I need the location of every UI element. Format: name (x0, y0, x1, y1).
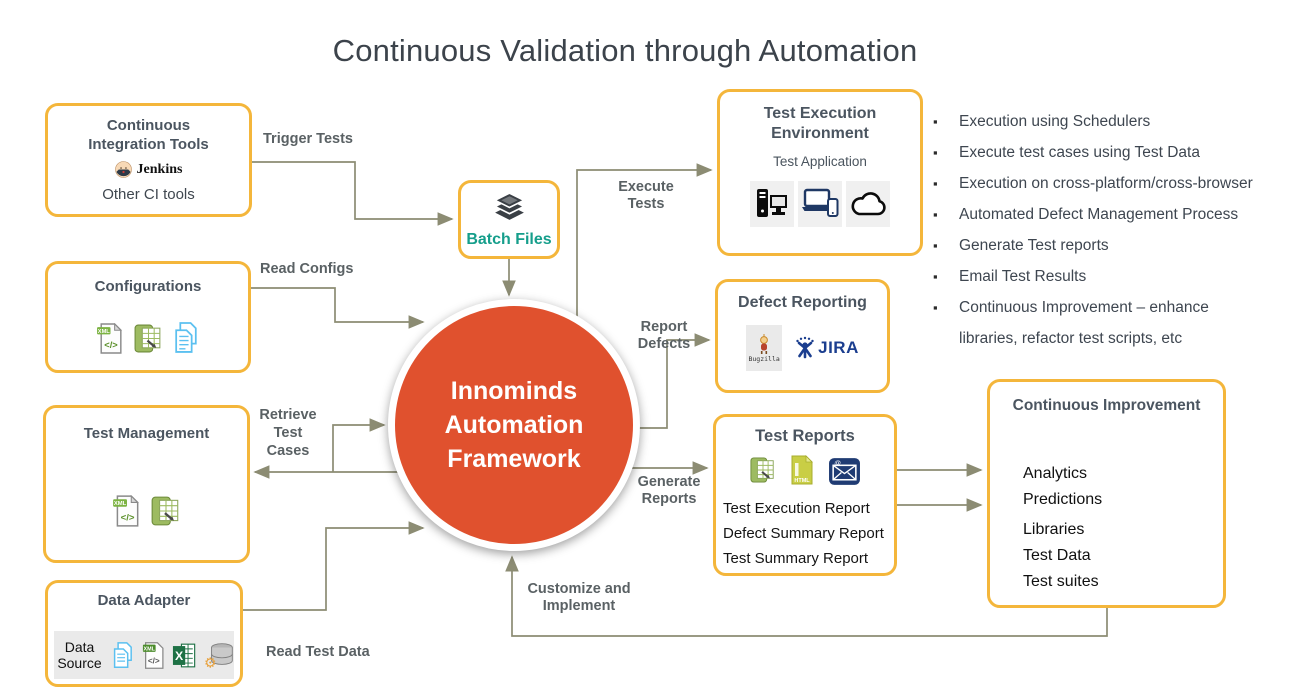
box-defect-reporting: Defect Reporting Bugzilla (715, 279, 890, 393)
arrow-report-defects (636, 333, 711, 429)
configurations-icons: XML </> (48, 322, 248, 354)
feature-item: Continuous Improvement – enhance librari… (932, 292, 1290, 354)
flow-label-read-configs: Read Configs (260, 261, 354, 277)
documents-icon (113, 641, 132, 668)
jira-icon: JIRA (794, 336, 859, 360)
desktop-pc-icon (750, 181, 794, 227)
jenkins-icon (114, 161, 132, 178)
box-test-reports: Test Reports HTML @ (713, 414, 897, 576)
svg-text:</>: </> (148, 656, 160, 665)
improvement-item: Predictions (1023, 491, 1103, 508)
arrow-customize-implement (505, 555, 1108, 637)
svg-text:</>: </> (104, 340, 118, 350)
layers-stack-icon (492, 192, 526, 220)
defect-reporting-box-title: Defect Reporting (738, 294, 867, 311)
configurations-box-title: Configurations (94, 278, 202, 295)
spreadsheet-wizard-icon (134, 324, 160, 353)
other-ci-tools-label: Other CI tools (102, 186, 195, 203)
flow-label-read-test-data: Read Test Data (266, 644, 370, 660)
improvement-item: Libraries (1023, 521, 1085, 538)
defect-reporting-icons: Bugzilla JIRA (718, 325, 887, 371)
feature-item: Email Test Results (932, 261, 1290, 292)
jira-label: JIRA (818, 338, 859, 357)
flow-label-execute-tests: Execute Tests (618, 179, 674, 212)
data-source-strip: Data Source XML </> X (54, 631, 234, 679)
svg-text:</>: </> (120, 513, 134, 524)
svg-text:HTML: HTML (794, 478, 810, 484)
report-item: Test Summary Report (723, 550, 869, 567)
bugzilla-label: Bugzilla (748, 355, 780, 363)
innominds-automation-framework-hub: Innominds Automation Framework (388, 299, 640, 551)
svg-text:@: @ (834, 460, 841, 467)
documents-icon (174, 322, 197, 353)
data-source-label: Data Source (57, 639, 102, 671)
flow-label-generate-reports: Generate Reports (637, 474, 701, 507)
box-data-adapter: Data Adapter Data Source XML </> X (45, 580, 243, 687)
xml-file-icon: XML </> (142, 641, 164, 669)
continuous-improvement-box-title: Continuous Improvement (1012, 397, 1201, 414)
svg-text:XML: XML (143, 646, 155, 652)
box-batch-files: Batch Files (458, 180, 560, 259)
flow-label-report-defects: Report Defects (637, 319, 691, 352)
email-report-icon: @ (828, 458, 860, 485)
report-item: Defect Summary Report (723, 525, 884, 542)
improvement-item: Analytics (1023, 465, 1088, 482)
test-management-box-title: Test Management (83, 425, 210, 442)
html-report-icon: HTML (791, 455, 813, 485)
flow-label-retrieve-test-cases: Retrieve Test Cases (259, 407, 317, 459)
test-management-icons: XML </> (46, 495, 247, 527)
arrow-execute-tests (576, 163, 713, 320)
test-reports-box-title: Test Reports (755, 427, 855, 445)
tee-box-title: Test Execution Environment (763, 105, 877, 142)
improvement-item: Test suites (1023, 573, 1099, 590)
feature-item: Execute test cases using Test Data (932, 137, 1290, 168)
arrow-trigger-tests (251, 161, 454, 226)
cloud-icon (846, 181, 890, 227)
bugzilla-icon: Bugzilla (746, 325, 783, 371)
hub-label: Innominds Automation Framework (444, 377, 584, 473)
tee-icons (720, 181, 920, 227)
database-gear-icon: ⚙ (204, 643, 233, 669)
svg-text:XML: XML (113, 501, 126, 507)
arrow-retrieve-to-circle (332, 418, 386, 472)
feature-item: Generate Test reports (932, 230, 1290, 261)
arrow-read-configs (251, 287, 425, 329)
test-reports-icons: HTML @ (716, 454, 894, 486)
jenkins-row: Jenkins (48, 161, 249, 178)
excel-report-icon (749, 457, 774, 483)
arrow-read-test-data (243, 521, 425, 611)
page-title: Continuous Validation through Automation (332, 33, 918, 68)
feature-item: Execution on cross-platform/cross-browse… (932, 168, 1290, 199)
svg-text:⚙: ⚙ (204, 655, 217, 669)
data-adapter-box-title: Data Adapter (97, 592, 191, 609)
ci-box-title: Continuous Integration Tools (88, 117, 209, 153)
laptop-mobile-devices-icon (798, 181, 842, 227)
spreadsheet-wizard-icon (151, 496, 178, 526)
box-configurations: Configurations XML </> (45, 261, 251, 373)
xml-code-file-icon: XML </> (96, 323, 122, 354)
flow-label-trigger-tests: Trigger Tests (263, 131, 353, 147)
feature-item: Execution using Schedulers (932, 106, 1290, 137)
svg-text:XML: XML (97, 329, 110, 335)
feature-bullet-list: Execution using SchedulersExecute test c… (932, 106, 1290, 354)
batch-files-label: Batch Files (466, 231, 552, 248)
box-test-execution-environment: Test Execution Environment Test Applicat… (717, 89, 923, 256)
report-item: Test Execution Report (723, 500, 870, 517)
improvement-item: Test Data (1023, 547, 1091, 564)
test-application-label: Test Application (773, 154, 867, 169)
xml-code-file-icon: XML </> (112, 495, 139, 527)
flow-label-customize-and-implement: Customize and Implement (527, 581, 631, 614)
box-continuous-integration-tools: Continuous Integration Tools Jenkins Oth… (45, 103, 252, 217)
svg-text:X: X (175, 649, 184, 663)
feature-item: Automated Defect Management Process (932, 199, 1290, 230)
box-test-management: Test Management XML </> (43, 405, 250, 563)
jenkins-label: Jenkins (136, 161, 183, 177)
excel-file-icon: X (173, 643, 196, 667)
